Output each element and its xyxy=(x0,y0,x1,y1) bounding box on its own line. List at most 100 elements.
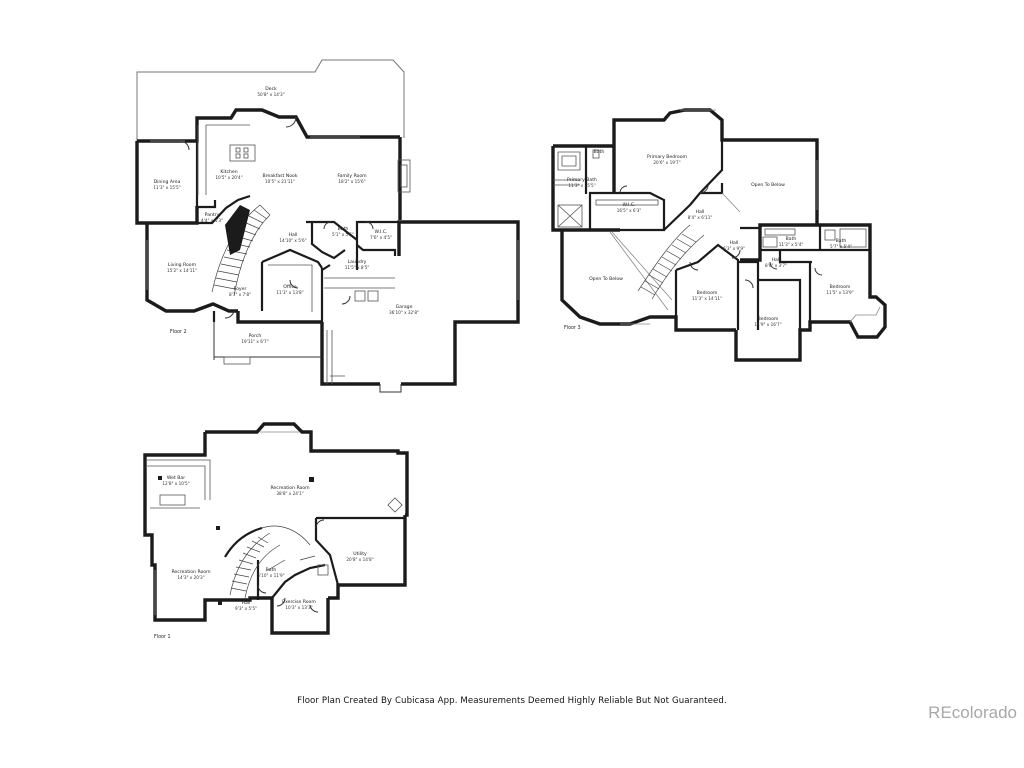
room-dim: 12'8" x 10'5" xyxy=(162,481,189,486)
room-label: Foyer xyxy=(234,286,247,292)
room-label: Bath xyxy=(594,149,605,155)
bath3-fixture xyxy=(824,229,836,241)
floor-2-exterior-walls xyxy=(135,108,520,386)
room-dim: 11'3" x 15'5" xyxy=(568,183,595,188)
room-dim: 8'4" x 6'11" xyxy=(688,215,713,220)
porch-step xyxy=(223,356,251,365)
room-dim: 5'1" x 5'5" xyxy=(332,232,354,237)
kitchen-counter xyxy=(197,124,250,195)
wet-bar-sink xyxy=(159,494,186,506)
floor-1-interior-walls xyxy=(224,516,405,600)
room-label: W.I.C. xyxy=(375,229,388,235)
room-label: Wet Bar xyxy=(167,475,185,481)
vanity xyxy=(553,179,580,186)
room-label: Hall xyxy=(242,600,251,606)
room-dim: 19'11" x 6'7" xyxy=(241,339,268,344)
column xyxy=(218,601,222,605)
room-dim: 11'5" x 13'9" xyxy=(826,290,853,295)
room-dim: 18'2" x 15'6" xyxy=(338,179,365,184)
open-below-right xyxy=(721,192,741,213)
windows-f1 xyxy=(154,431,300,615)
open-below-left xyxy=(609,231,673,311)
tub xyxy=(557,151,581,171)
shower-x xyxy=(557,204,583,228)
room-label: Open To Below xyxy=(589,276,623,282)
laundry-counter xyxy=(324,277,395,289)
room-dim: 10'5" x 21'11" xyxy=(265,179,295,184)
room-dim: 38'8" x 24'1" xyxy=(276,491,303,496)
room-label: Utility xyxy=(353,551,367,557)
room-label: Bedroom xyxy=(758,316,779,322)
room-label: Bath xyxy=(786,236,797,242)
kitchen-island xyxy=(229,144,256,162)
floor-label: Floor 1 xyxy=(154,634,171,640)
room-label: Deck xyxy=(265,86,277,92)
floor-1-plan: Wet Bar 12'8" x 10'5" Recreation Room 38… xyxy=(143,422,409,640)
dryer xyxy=(367,290,379,302)
room-label: Garage xyxy=(396,304,413,310)
bath-f1 xyxy=(261,525,316,571)
windows xyxy=(146,136,519,300)
room-dim: 6'3" x 9'9" xyxy=(723,246,745,251)
room-dim: 20'6" x 19'7" xyxy=(653,160,680,165)
column xyxy=(309,477,314,482)
floor-label: Floor 3 xyxy=(564,325,581,331)
room-dim: 36'10" x 32'8" xyxy=(389,310,419,315)
column xyxy=(216,526,220,530)
room-dim: 8'8" x 3'7" xyxy=(765,263,787,268)
floor-3-staircase xyxy=(637,224,705,300)
garage-window xyxy=(379,384,402,393)
room-label: Recreation Room xyxy=(270,485,310,491)
room-dim: 11'3" x 14'11" xyxy=(692,296,722,301)
room-label: Open To Below xyxy=(751,182,785,188)
utility-fixture xyxy=(317,564,329,576)
toilet xyxy=(592,149,600,159)
room-label: Bath xyxy=(338,226,349,232)
cooktop-burner xyxy=(243,147,249,153)
room-dim: 10'3" x 13'3" xyxy=(285,605,312,610)
room-label: Exercise Room xyxy=(282,599,316,605)
room-label: Family Room xyxy=(337,173,367,179)
stair-treads-f3 xyxy=(640,233,697,296)
stair-fill xyxy=(225,205,250,255)
room-dim: 9'3" x 5'5" xyxy=(235,606,257,611)
deck-outline xyxy=(136,59,405,223)
room-label: Hall xyxy=(730,240,739,246)
room-label: Hall xyxy=(289,232,298,238)
room-dim: 7'6" x 4'5" xyxy=(370,235,392,240)
room-label: Hall xyxy=(696,209,705,215)
room-dim: 11'9" x 16'7" xyxy=(754,322,781,327)
bath2-tub xyxy=(762,236,778,248)
room-label: Breakfast Nook xyxy=(262,173,297,179)
porch-outline xyxy=(213,322,322,360)
room-dim: 6'10" x 11'9" xyxy=(257,573,284,578)
cooktop xyxy=(235,147,241,153)
fireplace-hearth xyxy=(400,164,408,188)
cooktop-burner-2 xyxy=(235,153,241,159)
shower xyxy=(557,204,583,228)
room-dim: 15'2" x 14'11" xyxy=(167,268,197,273)
garage-stairs xyxy=(326,330,345,384)
room-dim: 8'7" x 7'8" xyxy=(229,292,251,297)
room-label: Laundry xyxy=(348,259,367,265)
room-dim: 16'5" x 6'3" xyxy=(617,208,642,213)
room-dim: 20'8" x 14'8" xyxy=(346,557,373,562)
cooktop-burner-3 xyxy=(243,153,249,159)
bath2-vanity xyxy=(764,228,796,236)
room-label: Recreation Room xyxy=(171,569,211,575)
floor-3-plan: Primary Bedroom 20'6" x 19'7" Bath Prima… xyxy=(551,108,887,362)
floor-1-exterior-walls xyxy=(143,422,409,635)
room-label: Dining Area xyxy=(154,179,181,185)
room-label: Pantry xyxy=(205,212,220,218)
stair-treads-f1 xyxy=(230,536,269,592)
floor-2-plan: Deck 50'8" x 14'3" Dining Area 11'3" x 1… xyxy=(135,59,520,393)
windows-f3 xyxy=(620,109,818,325)
washer xyxy=(354,290,366,302)
room-label: Bedroom xyxy=(830,284,851,290)
room-label: Office xyxy=(283,284,297,290)
floor-label: Floor 2 xyxy=(170,329,187,335)
room-dim: 11'3" x 13'8" xyxy=(276,290,303,295)
room-label: Bath xyxy=(836,238,847,244)
bath3-tub xyxy=(839,228,867,248)
